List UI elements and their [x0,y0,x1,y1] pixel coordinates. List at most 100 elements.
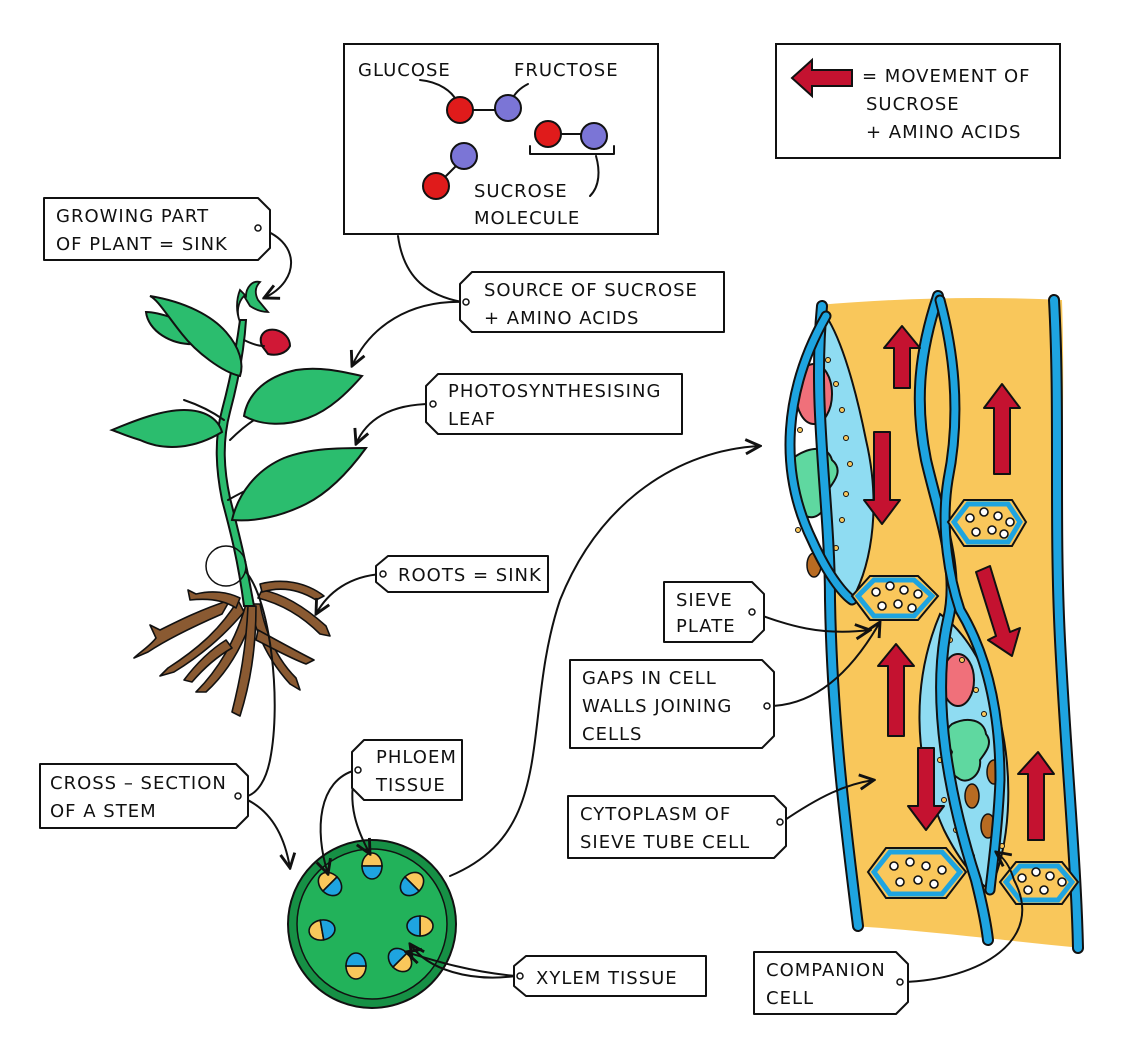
phloem-zoom [784,290,1084,954]
sieve-line-1: SIEVE [676,590,733,611]
movement-arrow-down [975,565,1021,657]
connectors [237,227,1024,983]
vascular-bundle [361,852,383,880]
cytoplasm-dots [795,337,1005,859]
movement-arrow-icon [790,57,853,99]
cross-section-marker [205,545,247,587]
fructose-molecule [450,142,478,170]
phloem-line-1: PHLOEM [376,747,457,768]
vascular-bundle [308,919,336,941]
glucose-molecule [534,120,562,148]
vascular-bundle [317,871,343,897]
label-gaps: GAPS IN CELL WALLS JOINING CELLS [569,659,775,749]
leaf-line-1: PHOTOSYNTHESISING [448,381,661,402]
legend-line-3: + AMINO ACIDS [866,122,1021,143]
companion-line-2: CELL [766,988,814,1009]
movement-arrow-down [907,747,945,831]
label-cytoplasm: CYTOPLASM OF SIEVE TUBE CELL [567,795,787,859]
fructose-label: FRUCTOSE [514,60,619,81]
cross-line-1: CROSS – SECTION [50,773,227,794]
label-phloem: PHLOEM TISSUE [351,739,463,801]
leaf [242,367,364,425]
phloem-line-2: TISSUE [375,775,446,796]
companion-pointer [901,852,1024,983]
movement-arrows [863,325,1055,841]
label-growing-part: GROWING PART OF PLANT = SINK [43,197,271,261]
sieve-plate [850,575,940,621]
xylem-label: XYLEM TISSUE [536,968,678,989]
movement-arrow-up [883,325,921,389]
growing-tip [236,280,270,323]
gaps-line-1: GAPS IN CELL [582,668,717,689]
leaf-line-2: LEAF [448,409,496,430]
movement-arrow-up [983,383,1021,475]
gaps-pointer [767,622,880,707]
molecule-to-source-line [397,235,463,303]
legend-line-1: = MOVEMENT OF [862,66,1030,87]
sieve-plate [998,861,1080,905]
sieve-plate [946,499,1028,547]
movement-arrow-up [1017,751,1055,841]
cross-line-2: OF A STEM [50,801,157,822]
xylem-pointer-2 [406,952,517,977]
cytoplasm-line-1: CYTOPLASM OF [580,804,731,825]
legend-line-2: SUCROSE [866,94,960,115]
gaps-line-3: CELLS [582,724,642,745]
sucrose-bracket [529,145,615,155]
vascular-bundle [399,871,425,897]
vascular-bundle [345,952,367,980]
source-pointer [352,300,465,366]
roots-pointer [316,573,383,614]
label-xylem: XYLEM TISSUE [513,955,707,997]
flower-bud [259,328,292,356]
glucose-molecule [422,172,450,200]
sieve-line-2: PLATE [676,616,736,637]
legend: = MOVEMENT OF SUCROSE + AMINO ACIDS [775,43,1061,159]
movement-arrow-up [877,643,915,737]
molecule-box: GLUCOSE FRUCTOSE SUCROSE MOLECULE [343,43,659,235]
leaf [109,408,224,448]
bud-stalk [243,339,265,347]
cytoplasm-pointer [781,780,874,823]
vascular-bundles [308,852,434,980]
vascular-bundle [406,915,434,937]
label-roots: ROOTS = SINK [375,555,549,593]
roots-label: ROOTS = SINK [398,565,542,586]
fructose-molecule [494,94,522,122]
plant [109,280,368,797]
companion-line-1: COMPANION [766,960,886,981]
movement-arrow-down [863,431,901,525]
roots [133,580,331,717]
sucrose-pointer [589,155,600,197]
stem-cross-section [287,839,457,1009]
leaf [230,446,368,522]
fructose-molecule [580,122,608,150]
mitochondrion [964,783,980,809]
leaf-pointer [356,403,433,444]
source-line-2: + AMINO ACIDS [484,308,639,329]
label-source: SOURCE OF SUCROSE + AMINO ACIDS [459,271,725,333]
cross-section-connector [245,571,276,797]
glucose-label: GLUCOSE [358,60,451,81]
sucrose-label-2: MOLECULE [474,208,580,229]
glucose-molecule [446,96,474,124]
sieve-plate [866,847,968,899]
legend-frame [775,43,1061,159]
cytoplasm-line-2: SIEVE TUBE CELL [580,832,750,853]
zoom-connector [449,446,760,877]
growing-part-line-2: OF PLANT = SINK [56,234,228,255]
sucrose-label: SUCROSE [474,181,568,202]
label-companion: COMPANION CELL [753,951,909,1015]
petiole [183,399,225,421]
source-line-1: SOURCE OF SUCROSE [484,280,698,301]
label-cross-section: CROSS – SECTION OF A STEM [39,763,249,829]
phloem-pointer-1 [321,769,357,874]
sieve-plates [850,499,1080,905]
cell-walls [784,290,1084,954]
growing-part-line-1: GROWING PART [56,206,209,227]
label-sieve-plate: SIEVE PLATE [663,581,765,643]
leaf [149,295,243,378]
gaps-line-2: WALLS JOINING [582,696,732,717]
label-leaf: PHOTOSYNTHESISING LEAF [425,373,683,435]
